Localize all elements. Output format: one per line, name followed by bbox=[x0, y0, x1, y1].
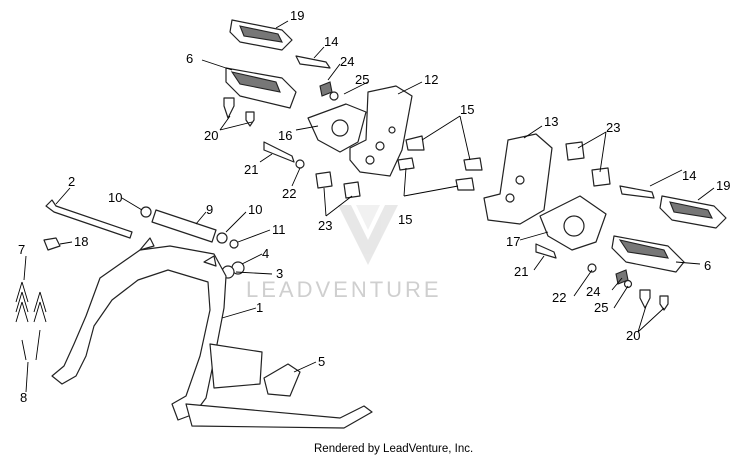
watermark-text: LEADVENTURE bbox=[246, 277, 442, 302]
bolt-set-right-b bbox=[659, 295, 669, 311]
callout-17: 17 bbox=[506, 234, 520, 249]
callout-12: 12 bbox=[424, 72, 438, 87]
callout-2: 2 bbox=[68, 174, 75, 189]
callout-23: 23 bbox=[318, 218, 332, 233]
clip-part-right bbox=[619, 185, 655, 199]
callout-25: 25 bbox=[355, 72, 369, 87]
side-plate-left bbox=[349, 85, 413, 177]
bolt-15-c bbox=[463, 157, 483, 171]
callout-5: 5 bbox=[318, 354, 325, 369]
bushing-left-a bbox=[315, 171, 333, 189]
bushing-right-a bbox=[565, 141, 585, 161]
footpeg-bracket-top bbox=[307, 103, 367, 153]
callout-labels: 19 14 6 24 25 12 16 20 15 21 22 23 13 23… bbox=[18, 8, 730, 405]
bushing-right-b bbox=[591, 167, 611, 187]
ball-part-right bbox=[623, 279, 633, 289]
bolt-15-a bbox=[405, 135, 425, 151]
pivot-pin-left bbox=[263, 141, 295, 163]
clip-part-top bbox=[295, 55, 331, 69]
footpeg-bracket-right bbox=[539, 195, 607, 251]
footpeg-rubber-right bbox=[659, 195, 727, 229]
callout-22-right: 22 bbox=[552, 290, 566, 305]
washer-left bbox=[140, 206, 152, 218]
callout-7: 7 bbox=[18, 242, 25, 257]
callout-8: 8 bbox=[20, 390, 27, 405]
callout-15-lower: 15 bbox=[398, 212, 412, 227]
watermark-logo bbox=[338, 205, 398, 265]
footer-credit: Rendered by LeadVenture, Inc. bbox=[314, 443, 473, 455]
washer-right bbox=[216, 232, 228, 244]
bolt-15-d bbox=[455, 177, 475, 191]
callout-25-right: 25 bbox=[594, 300, 608, 315]
callout-23-right: 23 bbox=[606, 120, 620, 135]
nut-part-right bbox=[587, 263, 597, 273]
stand-stopper bbox=[263, 363, 301, 397]
callout-14-right: 14 bbox=[682, 168, 696, 183]
callout-22: 22 bbox=[282, 186, 296, 201]
callout-21: 21 bbox=[244, 162, 258, 177]
centre-stand bbox=[51, 237, 373, 429]
spring-pin bbox=[43, 237, 61, 251]
footpeg-rubber-top bbox=[229, 19, 293, 51]
callout-21-right: 21 bbox=[514, 264, 528, 279]
callout-11: 11 bbox=[272, 222, 286, 237]
callout-20-right: 20 bbox=[626, 328, 640, 343]
nut-part-left bbox=[295, 159, 305, 169]
callout-19: 19 bbox=[290, 8, 304, 23]
callout-15: 15 bbox=[460, 102, 474, 117]
bolt-15-b bbox=[397, 157, 415, 171]
callout-6: 6 bbox=[186, 51, 193, 66]
callout-24-right: 24 bbox=[586, 284, 600, 299]
callout-10: 10 bbox=[108, 190, 122, 205]
callout-24: 24 bbox=[340, 54, 354, 69]
pivot-pin-right bbox=[535, 243, 557, 259]
ball-part-top bbox=[329, 91, 339, 101]
callout-18: 18 bbox=[74, 234, 88, 249]
side-plate-right bbox=[483, 133, 553, 225]
bushing-left-b bbox=[343, 181, 361, 199]
callout-16: 16 bbox=[278, 128, 292, 143]
callout-4: 4 bbox=[262, 246, 269, 261]
callout-6-right: 6 bbox=[704, 258, 711, 273]
long-bolt bbox=[45, 199, 133, 239]
callout-9: 9 bbox=[206, 202, 213, 217]
leader-lines bbox=[23, 20, 715, 393]
callout-20: 20 bbox=[204, 128, 218, 143]
bolt-set-right-a bbox=[639, 289, 651, 309]
callout-13: 13 bbox=[544, 114, 558, 129]
callout-1: 1 bbox=[256, 300, 263, 315]
callout-3: 3 bbox=[276, 266, 283, 281]
washer-small bbox=[229, 239, 239, 249]
callout-14: 14 bbox=[324, 34, 338, 49]
bolt-set-top-left bbox=[223, 97, 255, 127]
footpeg-right bbox=[611, 235, 685, 273]
callout-19-right: 19 bbox=[716, 178, 730, 193]
return-springs bbox=[15, 281, 47, 361]
callout-10-right: 10 bbox=[248, 202, 262, 217]
footpeg-top-left bbox=[225, 67, 297, 109]
